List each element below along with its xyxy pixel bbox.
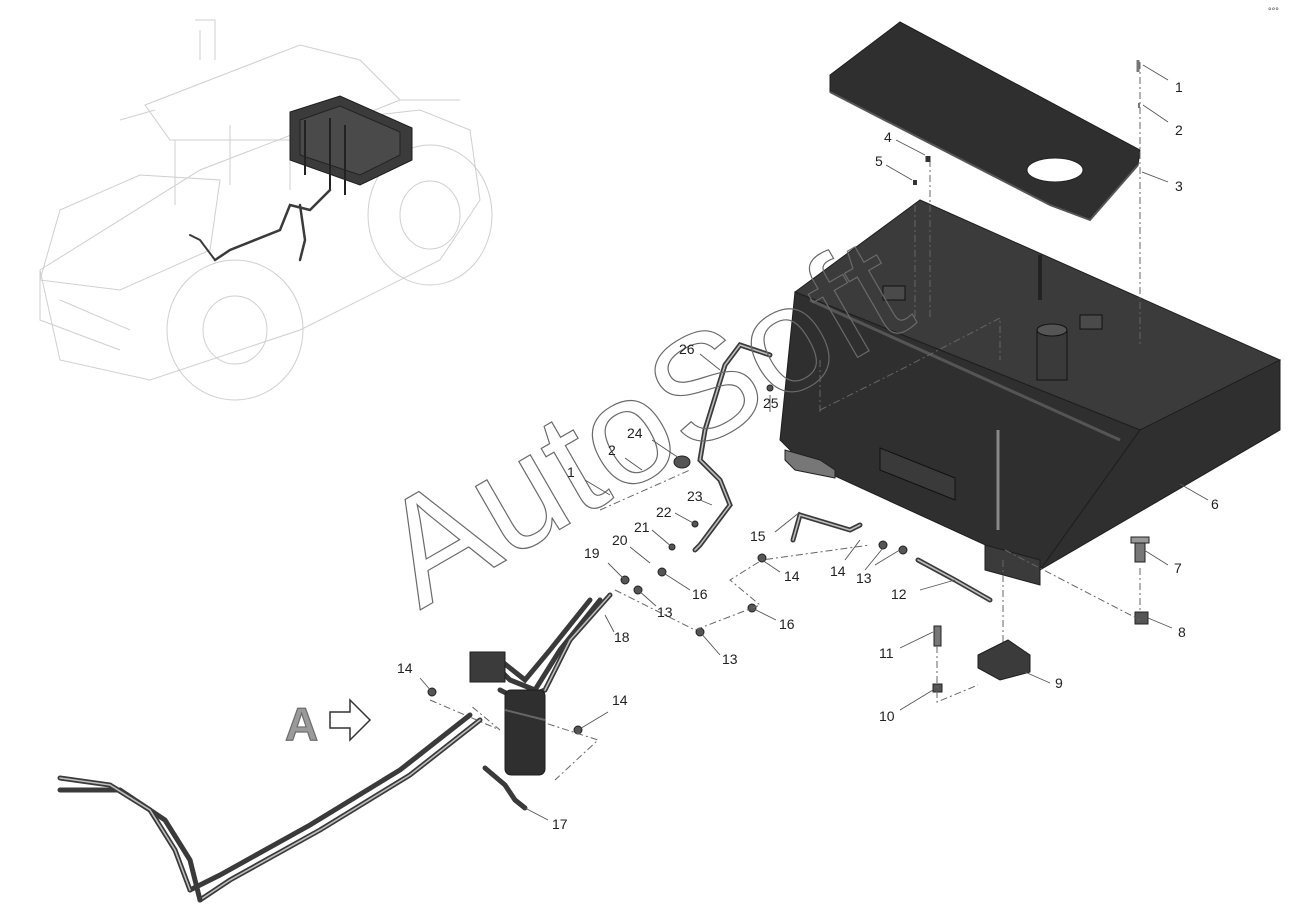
callout-20: 20	[612, 532, 628, 548]
callout-19: 19	[584, 545, 600, 561]
callout-22: 22	[656, 504, 672, 520]
callout-14-a: 14	[784, 568, 800, 584]
callout-5: 5	[875, 153, 883, 169]
view-a-label: A	[285, 698, 318, 750]
callout-3: 3	[1175, 178, 1183, 194]
callout-14-c: 14	[397, 660, 413, 676]
callout-7: 7	[1174, 560, 1182, 576]
tank-mount-parts	[913, 60, 1150, 703]
callout-16-a: 16	[692, 586, 708, 602]
callout-12: 12	[891, 586, 907, 602]
callout-15: 15	[750, 528, 766, 544]
callout-11: 11	[879, 645, 894, 661]
callout-18: 18	[614, 629, 630, 645]
callout-21: 21	[634, 519, 650, 535]
callout-16-b: 16	[779, 616, 795, 632]
callout-14-d: 14	[612, 692, 628, 708]
callout-1-b: 1	[567, 464, 575, 480]
callout-2-b: 2	[608, 442, 616, 458]
callout-2: 2	[1175, 122, 1183, 138]
fuel-lines	[57, 342, 993, 903]
callout-17: 17	[552, 816, 568, 832]
tractor-overview	[39, 19, 493, 401]
callout-25: 25	[763, 395, 779, 411]
callout-6: 6	[1211, 496, 1219, 512]
callout-24: 24	[627, 425, 643, 441]
callout-23: 23	[687, 488, 703, 504]
callout-13-b: 13	[722, 651, 738, 667]
tank-cover-plate	[829, 21, 1141, 222]
callout-1: 1	[1175, 79, 1183, 95]
fuel-tank	[779, 62, 1282, 586]
callout-13-c: 13	[856, 570, 872, 586]
callout-8: 8	[1178, 624, 1186, 640]
callout-26: 26	[679, 341, 695, 357]
callout-14-b: 14	[830, 563, 846, 579]
callout-10: 10	[879, 708, 895, 724]
callout-13-a: 13	[657, 604, 673, 620]
callout-4: 4	[884, 129, 892, 145]
callout-leaders	[419, 64, 1209, 821]
callout-labels: 1 2 3 4 5 6 7 8 9 10 11 12 13 13 13 14 1…	[397, 79, 1219, 832]
corner-mark: °°°	[1268, 6, 1279, 16]
callout-9: 9	[1055, 675, 1063, 691]
